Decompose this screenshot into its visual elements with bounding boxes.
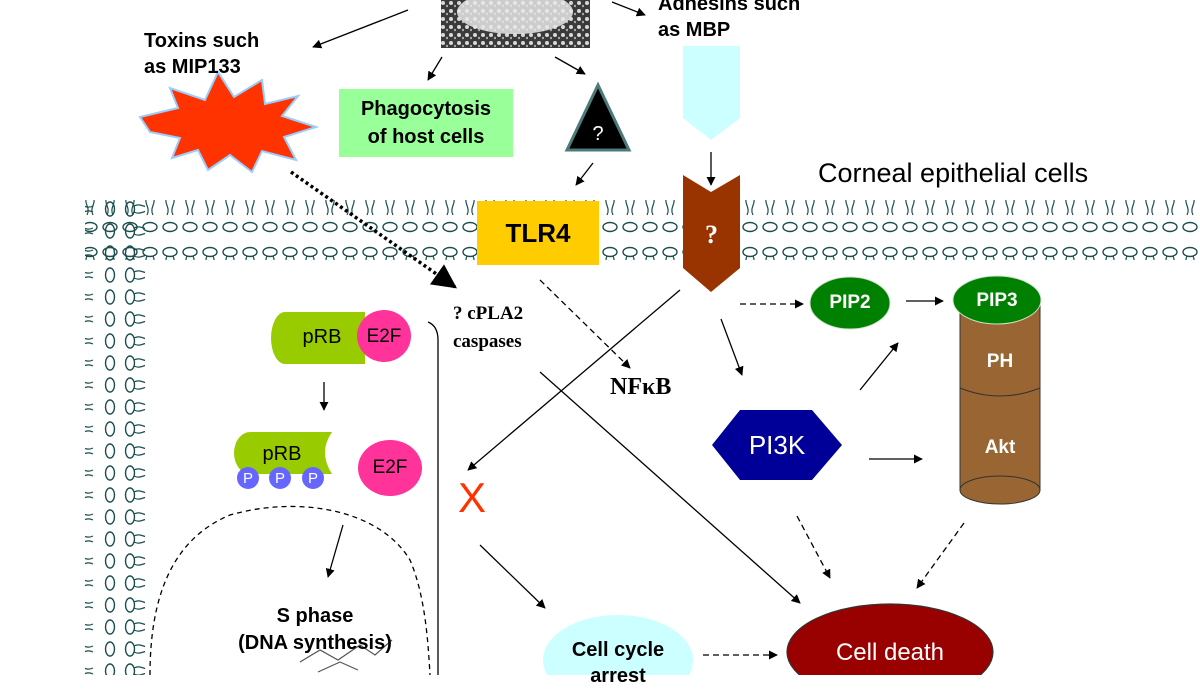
ph-akt-divider (959, 387, 1041, 397)
parasite-body (457, 0, 573, 34)
arrow-block-arrest (479, 544, 546, 609)
phagocytosis-label: Phagocytosis of host cells (360, 98, 492, 148)
cpla2-label: ? cPLA2 caspases (453, 303, 524, 352)
ph-label: PH (986, 351, 1014, 372)
phospho-label-1: P (242, 469, 253, 487)
arrow-triangle-tlr4 (575, 162, 594, 186)
cell-cycle-arrest-label: Cell cycle arrest (571, 639, 665, 687)
prb-label-2: pRB (262, 442, 302, 465)
tlr4-label: TLR4 (505, 217, 571, 248)
arrow-cpla2-death (539, 371, 801, 604)
arrow-pi3k-pip3 (859, 342, 899, 391)
arrow-parasite-adhesins (611, 1, 646, 17)
prb-shape-2 (234, 432, 332, 474)
akt-cylinder-bottom (959, 475, 1041, 505)
pathway-diagram (85, 0, 1200, 675)
akt-cylinder (959, 299, 1041, 491)
cell-cycle-arrest-node (543, 615, 693, 675)
toxins-label: Toxins such as MIP133 (144, 30, 260, 78)
arrow-akt-death (916, 522, 965, 589)
pip2-node (809, 276, 891, 330)
e2f-node-1 (357, 310, 411, 362)
block-mark: X (457, 474, 486, 521)
e2f-label-2: E2F (372, 457, 408, 478)
arrow-receptor-pi3k (720, 318, 744, 376)
phospho-label-2: P (274, 469, 285, 487)
dna-sketch (299, 639, 393, 673)
arrow-pi3k-death (796, 515, 831, 579)
adhesin-shape (683, 46, 740, 140)
pip3-label: PIP3 (976, 290, 1018, 311)
adhesins-label: Adhesins such as MBP (658, 0, 801, 41)
akt-label: Akt (984, 437, 1016, 458)
cell-membrane-left (85, 200, 145, 675)
pi3k-node (712, 410, 842, 480)
corneal-cells-label: Corneal epithelial cells (818, 158, 1089, 188)
s-phase-label: S phase (DNA synthesis) (238, 605, 392, 654)
arrow-parasite-triangle (554, 56, 586, 75)
toxin-starburst (138, 69, 320, 174)
e2f-label-1: E2F (366, 326, 402, 347)
arrow-parasite-phagocytosis (427, 56, 443, 81)
arrow-tlr4-nfkb (539, 279, 631, 369)
e2f-node-2 (358, 440, 422, 496)
nfkb-label: NFκB (610, 374, 672, 400)
phospho-node-3 (302, 467, 324, 489)
prb-shape-1 (271, 312, 365, 364)
pi3k-label: PI3K (748, 429, 806, 460)
arrow-receptor-block (467, 289, 681, 471)
unknown-triangle-label: ? (592, 122, 604, 145)
pip2-label: PIP2 (829, 292, 871, 313)
nucleus-outline (149, 505, 431, 675)
phagocytosis-box (339, 89, 513, 157)
phospho-node-1 (237, 467, 259, 489)
arrows (289, 1, 965, 660)
arrow-parasite-toxins (312, 9, 409, 49)
cell-death-label: Cell death (835, 639, 945, 666)
nucleus-bracket (427, 321, 439, 675)
arrow-prb-sphase (325, 524, 344, 578)
cell-death-node (786, 603, 994, 675)
phospho-node-2 (269, 467, 291, 489)
unknown-receptor-shape (683, 175, 740, 292)
unknown-ligand-triangle (564, 81, 632, 152)
pip3-node (952, 275, 1042, 325)
unknown-receptor-label: ? (705, 220, 718, 249)
prb-label-1: pRB (302, 325, 342, 348)
tlr4-box (477, 201, 599, 265)
phospho-label-3: P (307, 469, 318, 487)
cell-membrane-top (85, 200, 1200, 260)
